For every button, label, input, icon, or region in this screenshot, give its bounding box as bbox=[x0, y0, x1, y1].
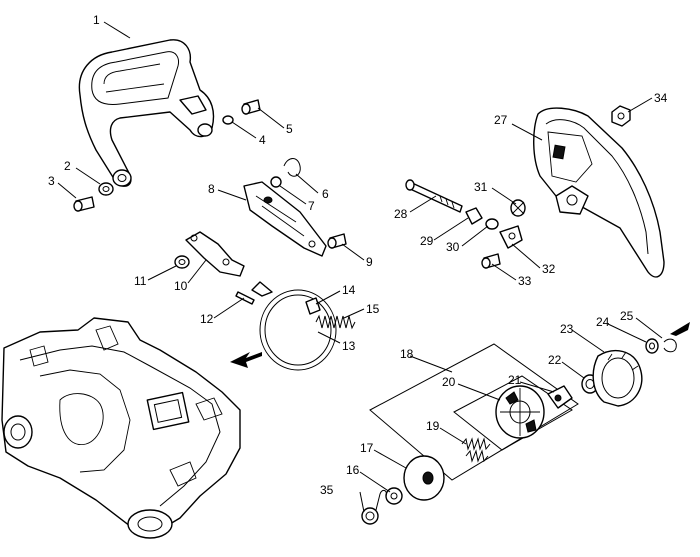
callout-5: 5 bbox=[286, 122, 293, 136]
clutch-subgroup-outline bbox=[453, 375, 573, 451]
washer-24 bbox=[645, 338, 659, 354]
callout-2: 2 bbox=[64, 159, 71, 173]
brake-band-13 bbox=[251, 281, 337, 371]
callout-12: 12 bbox=[200, 312, 214, 326]
callout-35: 35 bbox=[320, 483, 334, 497]
callout-8: 8 bbox=[208, 182, 215, 196]
callout-27: 27 bbox=[494, 113, 508, 127]
direction-arrow-left bbox=[230, 352, 262, 368]
spring-clip-6 bbox=[283, 158, 301, 177]
callout-31: 31 bbox=[474, 180, 488, 194]
stud-28 bbox=[405, 179, 463, 213]
e-clip-25 bbox=[663, 338, 677, 353]
washer-4 bbox=[222, 115, 234, 125]
callout-3: 3 bbox=[48, 174, 55, 188]
screw-3 bbox=[73, 196, 95, 212]
callout-10: 10 bbox=[174, 279, 188, 293]
hand-guard bbox=[78, 39, 215, 187]
sprocket-cover-27 bbox=[533, 107, 665, 278]
screw-9 bbox=[327, 233, 347, 249]
callout-labels: 1 2 3 4 5 6 7 8 9 10 11 12 13 14 15 16 1… bbox=[48, 13, 668, 497]
callout-20: 20 bbox=[442, 375, 456, 389]
bushing-11 bbox=[174, 255, 190, 269]
spring-15 bbox=[315, 314, 356, 330]
callout-1: 1 bbox=[93, 13, 100, 27]
clutch-shoe-21 bbox=[547, 385, 573, 409]
screw-5 bbox=[241, 99, 261, 115]
clutch-20 bbox=[495, 385, 545, 439]
callout-33: 33 bbox=[518, 274, 532, 288]
clutch-drum-23 bbox=[592, 349, 643, 407]
callout-34: 34 bbox=[654, 91, 668, 105]
lever-link-10 bbox=[185, 231, 245, 277]
callout-14: 14 bbox=[342, 283, 356, 297]
callout-18: 18 bbox=[400, 347, 414, 361]
direction-arrow-right bbox=[670, 322, 690, 336]
washer-17 bbox=[403, 455, 445, 501]
clutch-spring-19 bbox=[461, 437, 491, 463]
callout-17: 17 bbox=[360, 441, 374, 455]
retainer-14 bbox=[305, 297, 321, 315]
callout-4: 4 bbox=[259, 133, 266, 147]
adjuster-gear-31 bbox=[510, 199, 526, 217]
callout-22: 22 bbox=[548, 353, 562, 367]
callout-30: 30 bbox=[446, 240, 460, 254]
pin-12 bbox=[235, 291, 255, 305]
adjuster-30 bbox=[485, 218, 499, 230]
bushing-7 bbox=[270, 176, 282, 188]
callout-28: 28 bbox=[394, 207, 408, 221]
callout-7: 7 bbox=[308, 199, 315, 213]
callout-21: 21 bbox=[508, 373, 522, 387]
callout-29: 29 bbox=[420, 234, 434, 248]
callout-19: 19 bbox=[426, 419, 440, 433]
callout-13: 13 bbox=[342, 339, 356, 353]
callout-11: 11 bbox=[134, 274, 147, 288]
callout-32: 32 bbox=[542, 262, 556, 276]
callout-6: 6 bbox=[322, 187, 329, 201]
callout-15: 15 bbox=[366, 302, 380, 316]
crankcase bbox=[1, 317, 241, 539]
brake-lever-8 bbox=[243, 181, 327, 257]
plate-32 bbox=[499, 225, 523, 249]
callout-25: 25 bbox=[620, 309, 634, 323]
callout-9: 9 bbox=[366, 255, 373, 269]
leader-lines bbox=[57, 21, 663, 513]
spring-35 bbox=[361, 489, 387, 525]
callout-23: 23 bbox=[560, 322, 574, 336]
spacer-2 bbox=[98, 182, 114, 196]
tension-nut-29 bbox=[465, 207, 483, 225]
screw-33 bbox=[481, 253, 501, 269]
callout-16: 16 bbox=[346, 463, 360, 477]
callout-24: 24 bbox=[596, 315, 610, 329]
clutch-group-outline bbox=[369, 343, 579, 481]
nut-34 bbox=[611, 105, 631, 127]
